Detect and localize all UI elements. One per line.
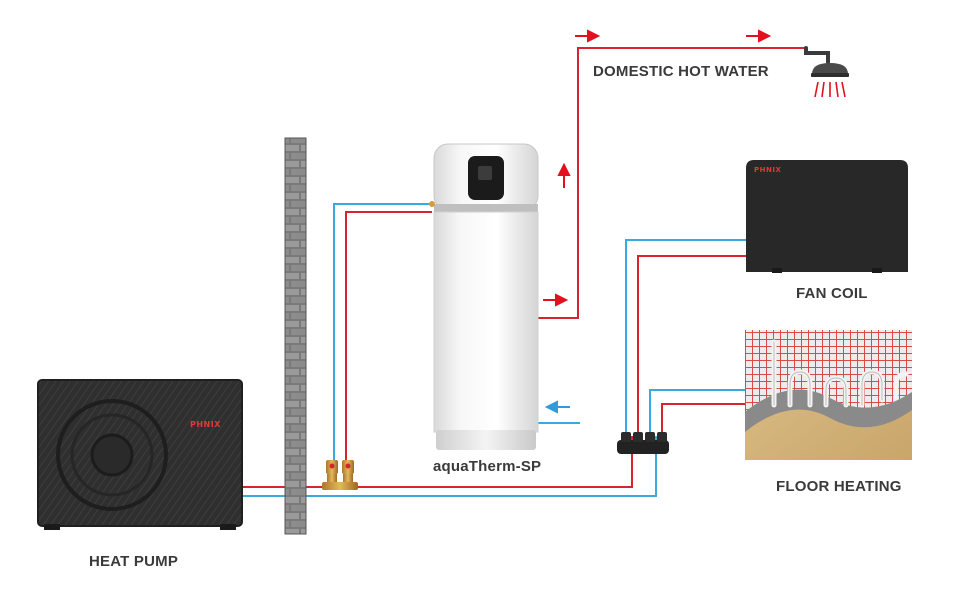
hot-pipe-floor — [661, 403, 746, 436]
label-fan-coil: FAN COIL — [796, 285, 868, 302]
hot-pipe-dhw — [538, 47, 806, 319]
cold-pipe-fancoil — [625, 239, 746, 436]
flow-arrows — [543, 29, 772, 414]
valve-icon — [322, 460, 358, 490]
flow-arrow — [746, 29, 772, 43]
label-domestic-hot-water: DOMESTIC HOT WATER — [593, 63, 769, 80]
brick-wall — [284, 137, 307, 535]
cold-pipe-floor — [649, 389, 746, 436]
hot-pipe-tank-coil — [345, 211, 432, 487]
fan-coil-unit — [746, 160, 908, 273]
label-floor-heating: FLOOR HEATING — [776, 478, 902, 495]
heat-pump-logo: PHNIX — [190, 420, 221, 429]
manifold-icon — [617, 432, 669, 454]
water-tank — [429, 143, 539, 450]
floor-heating-cutaway — [745, 330, 912, 460]
label-tank: aquaTherm-SP — [433, 458, 542, 475]
flow-arrow — [575, 29, 601, 43]
flow-arrow — [544, 400, 570, 414]
flow-arrow — [557, 162, 571, 188]
shower-icon — [804, 46, 849, 98]
flow-arrow — [543, 293, 569, 307]
fan-coil-logo: PHNIX — [754, 166, 782, 174]
cold-pipe-heatpump — [242, 436, 657, 497]
cold-pipe-tank-coil — [333, 203, 432, 487]
label-heat-pump: HEAT PUMP — [89, 553, 179, 570]
heat-pump-unit — [37, 379, 243, 530]
hot-pipe-fancoil — [637, 255, 746, 436]
